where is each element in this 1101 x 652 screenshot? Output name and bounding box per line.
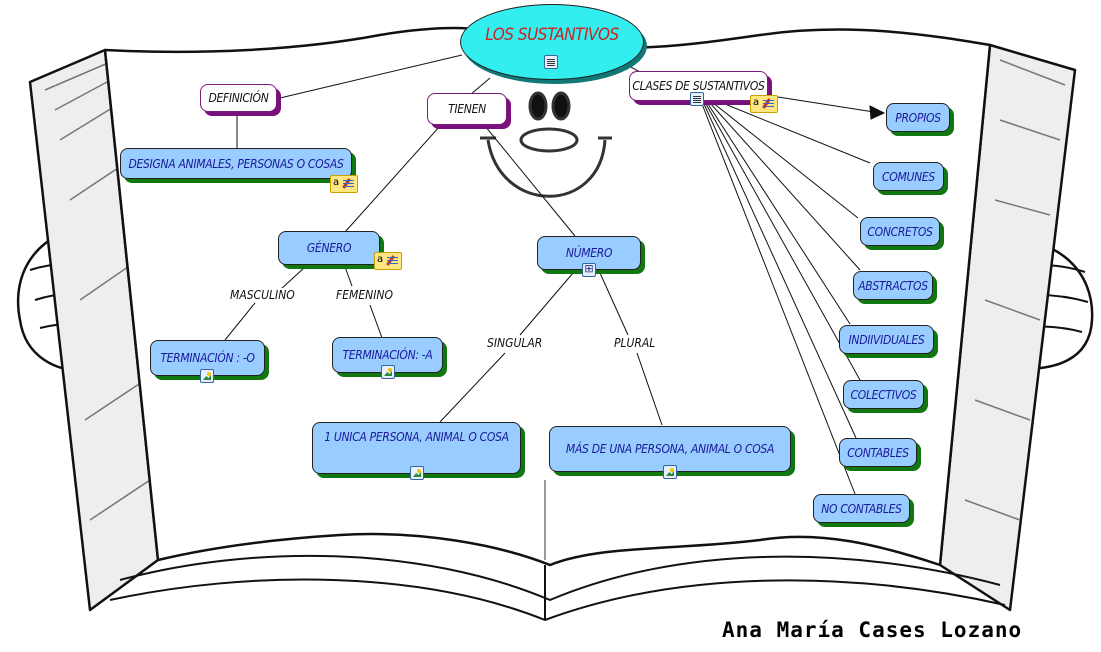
tienen-node[interactable]: TIENEN [427,93,507,125]
definicion-text-node[interactable]: DESIGNA ANIMALES, PERSONAS O COSAS [120,148,352,179]
clase-no-contables[interactable]: NO CONTABLES [813,494,910,523]
clases-label: CLASES DE SUSTANTIVOS [632,79,765,93]
link-label-plural: PLURAL [612,336,658,350]
image-icon[interactable] [663,465,677,479]
definicion-node[interactable]: DEFINICIÓN [200,84,277,112]
document-image-icon[interactable] [544,55,558,69]
genero-label: GÉNERO [306,241,352,255]
annotation-note-icon[interactable]: a [750,95,778,113]
image-icon[interactable] [381,365,395,379]
annotation-note-icon[interactable]: a [330,175,358,193]
term-a-label: TERMINACIÓN: -A [342,348,433,362]
root-concept[interactable]: LOS SUSTANTIVOS [460,4,644,80]
clase-label: ABSTRACTOS [858,278,928,293]
root-title: LOS SUSTANTIVOS [485,25,619,45]
term-o-label: TERMINACIÓN : -O [160,351,255,365]
singular-text-label: 1 UNICA PERSONA, ANIMAL O COSA [324,430,509,444]
clase-label: COLECTIVOS [850,387,917,402]
author-signature: Ana María Cases Lozano [722,618,1023,642]
clase-colectivos[interactable]: COLECTIVOS [843,380,924,409]
annotation-note-icon[interactable]: a [374,252,402,270]
definicion-text-label: DESIGNA ANIMALES, PERSONAS O COSAS [128,156,344,171]
clase-comunes[interactable]: COMUNES [873,162,944,191]
genero-node[interactable]: GÉNERO [278,231,380,265]
clase-label: PROPIOS [895,110,941,125]
image-icon[interactable] [410,466,424,480]
concept-map-icon[interactable] [582,262,596,277]
smiley-face [480,91,612,198]
link-label-masculino: MASCULINO [228,288,297,302]
clase-concretos[interactable]: CONCRETOS [860,217,940,246]
link-label-singular: SINGULAR [485,336,545,350]
term-o-node[interactable]: TERMINACIÓN : -O [150,340,265,376]
clase-label: NO CONTABLES [821,501,902,516]
document-image-icon[interactable] [690,92,704,106]
definicion-label: DEFINICIÓN [208,91,269,105]
clase-propios[interactable]: PROPIOS [886,103,950,132]
clase-label: COMUNES [882,169,935,184]
link-label-femenino: FEMENINO [334,288,395,302]
clase-label: CONTABLES [847,445,909,460]
clase-label: INDIIVIDUALES [848,332,925,347]
clase-contables[interactable]: CONTABLES [839,438,917,467]
image-icon[interactable] [200,369,214,383]
clase-abstractos[interactable]: ABSTRACTOS [853,271,933,300]
plural-text-label: MÁS DE UNA PERSONA, ANIMAL O COSA [565,442,775,456]
clase-individuales[interactable]: INDIIVIDUALES [839,325,934,354]
tienen-label: TIENEN [448,102,486,116]
numero-label: NÚMERO [565,246,613,260]
connection-lines [224,54,886,495]
clase-label: CONCRETOS [867,224,933,239]
